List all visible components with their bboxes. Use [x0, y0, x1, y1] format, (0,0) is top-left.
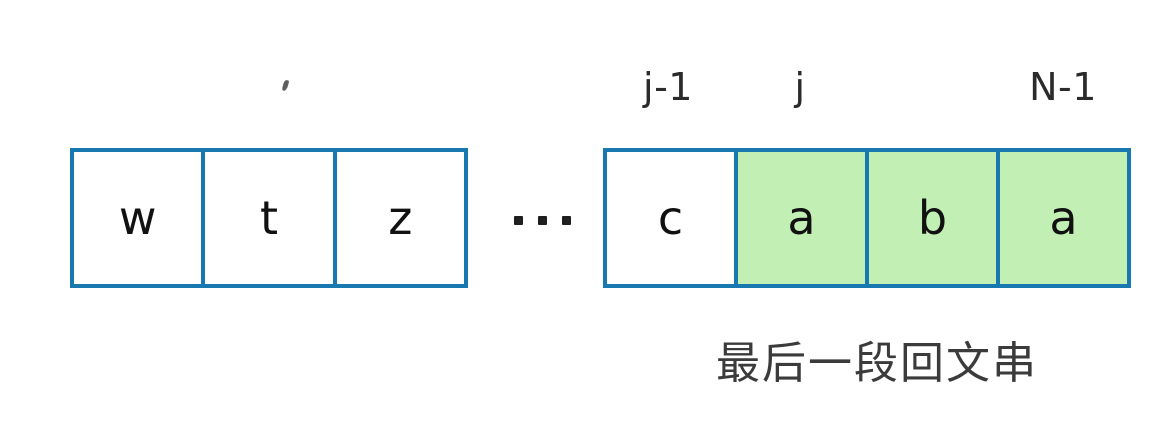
- array-cell: z: [332, 152, 464, 284]
- array-cell: a: [734, 152, 865, 284]
- array-strip-suffix: c a b a: [603, 148, 1131, 288]
- stray-pen-mark: [281, 79, 290, 92]
- ellipsis-dot: [513, 215, 523, 225]
- ellipsis-dot: [537, 215, 547, 225]
- index-label-j-minus-1: j-1: [643, 65, 693, 109]
- array-strip-prefix: w t z: [70, 148, 468, 288]
- ellipsis-dot: [561, 215, 571, 225]
- array-cell: w: [74, 152, 202, 284]
- array-cell: b: [865, 152, 996, 284]
- array-cell: t: [201, 152, 333, 284]
- array-cell: c: [607, 152, 734, 284]
- caption-label: 最后一段回文串: [716, 338, 1038, 389]
- index-label-n-minus-1: N-1: [1029, 65, 1097, 109]
- ellipsis-separator: [492, 196, 592, 244]
- array-cell: a: [996, 152, 1127, 284]
- index-label-j: j: [794, 65, 806, 109]
